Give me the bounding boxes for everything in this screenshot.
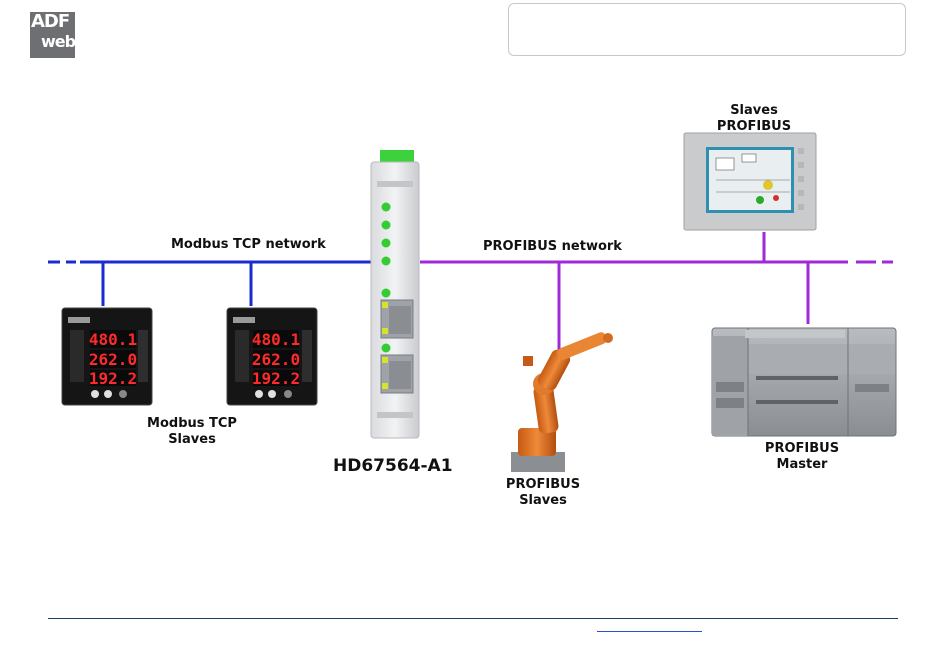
- meter-1-reading-3: 192.2: [89, 369, 137, 388]
- gateway-module: [371, 150, 419, 438]
- meter-1-reading-1: 480.1: [89, 330, 137, 349]
- led-2: [382, 221, 391, 230]
- led-5: [382, 289, 391, 298]
- hmi-panel: [684, 133, 816, 230]
- meter-2-reading-2: 262.0: [252, 350, 300, 369]
- master-label-line1: PROFIBUS: [747, 441, 857, 457]
- profibus-master-label: PROFIBUS Master: [747, 441, 857, 473]
- footer-link[interactable]: [597, 631, 702, 632]
- hmi-label-line1: Slaves: [699, 103, 809, 119]
- led-4: [382, 257, 391, 266]
- robot-label-line1: PROFIBUS: [488, 477, 598, 493]
- modbus-slaves-label: Modbus TCP Slaves: [132, 416, 252, 448]
- meter-2-reading-1: 480.1: [252, 330, 300, 349]
- profibus-slaves-robot-label: PROFIBUS Slaves: [488, 477, 598, 509]
- robot-arm: [511, 331, 613, 472]
- power-meter-2: 480.1 262.0 192.2: [227, 308, 317, 405]
- hmi-label-line2: PROFIBUS: [699, 119, 809, 135]
- profibus-network-label: PROFIBUS network: [483, 239, 622, 254]
- master-label-line2: Master: [747, 457, 857, 473]
- led-3: [382, 239, 391, 248]
- modbus-slaves-label-line1: Modbus TCP: [132, 416, 252, 432]
- meter-2-reading-3: 192.2: [252, 369, 300, 388]
- power-meter-1: 480.1 262.0 192.2: [62, 308, 152, 405]
- led-1: [382, 203, 391, 212]
- footer-divider: [48, 618, 898, 619]
- slaves-profibus-hmi-label: Slaves PROFIBUS: [699, 103, 809, 135]
- led-6: [382, 344, 391, 353]
- modbus-slaves-label-line2: Slaves: [132, 432, 252, 448]
- modbus-network-label: Modbus TCP network: [171, 237, 326, 252]
- modbus-network-line: [48, 262, 372, 306]
- device-name: HD67564-A1: [333, 456, 453, 476]
- plc-master: [712, 328, 896, 436]
- meter-1-reading-2: 262.0: [89, 350, 137, 369]
- robot-label-line2: Slaves: [488, 493, 598, 509]
